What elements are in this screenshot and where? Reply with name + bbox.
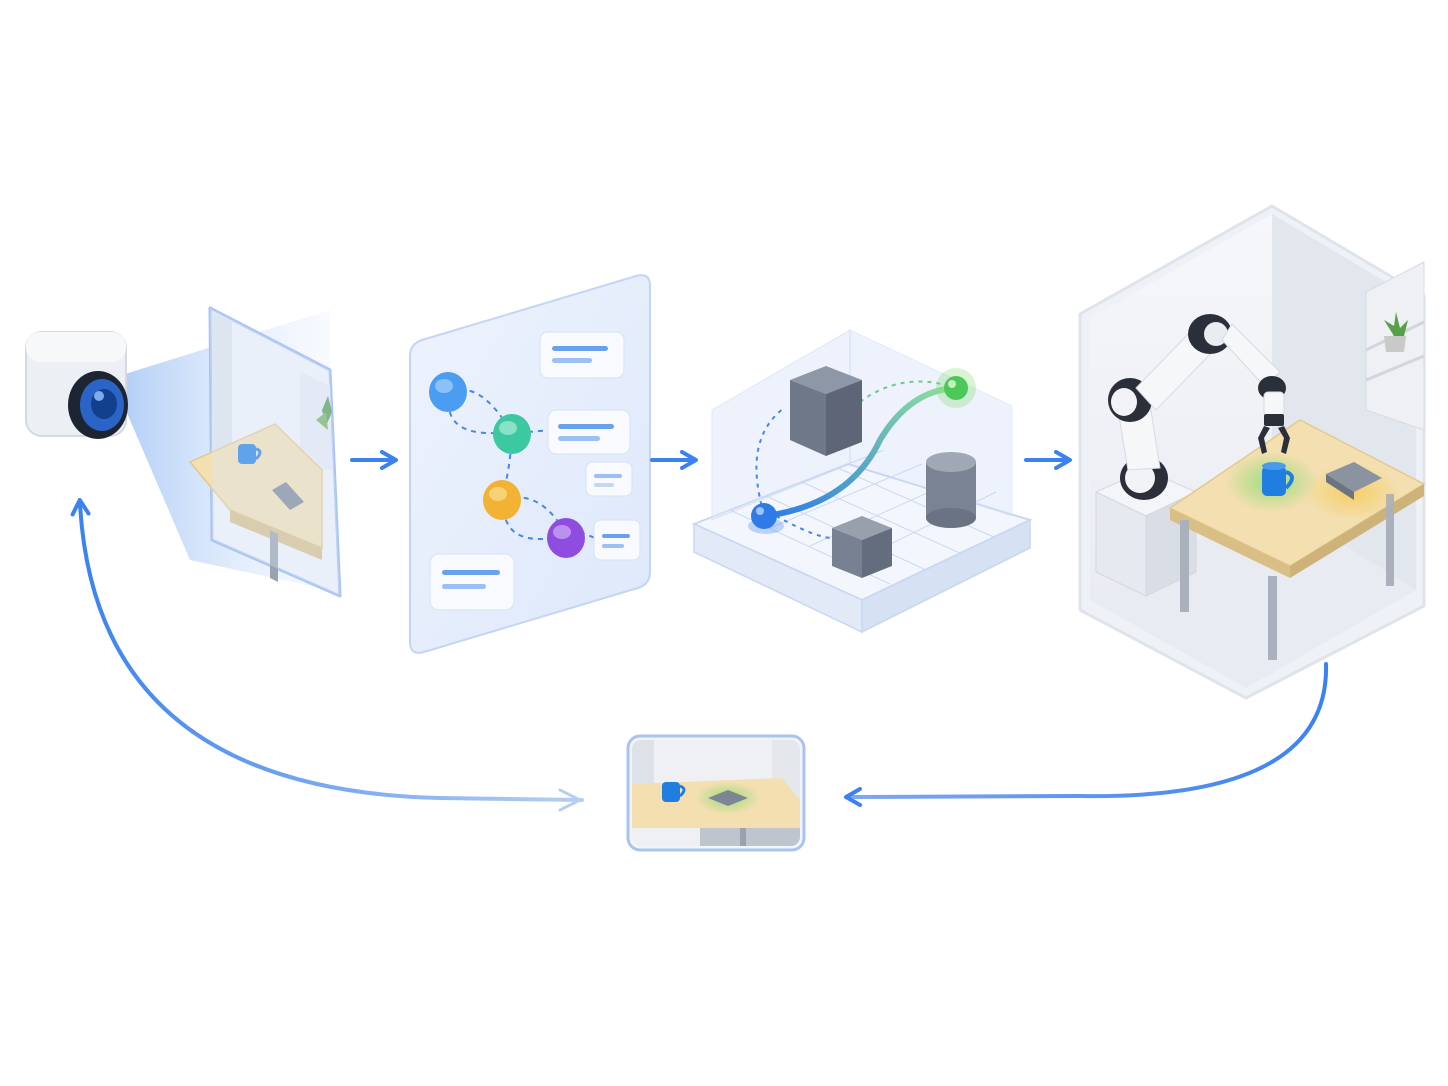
flow-arrow-4 (844, 662, 1329, 807)
text-card (539, 331, 625, 379)
result-frame (626, 734, 806, 852)
loop-arrowhead-light (558, 788, 582, 812)
motion-planning-scene (691, 329, 1033, 634)
mug-icon (1262, 462, 1294, 496)
text-card (547, 409, 631, 455)
obstacle-cylinder (926, 452, 976, 528)
graph-node-purple (547, 518, 585, 558)
mug-icon (238, 444, 262, 464)
shelf (1365, 261, 1425, 431)
reasoning-graph-panel (409, 274, 651, 654)
obstacle-cube (790, 366, 862, 456)
graph-node-blue (429, 372, 467, 412)
start-point (751, 503, 777, 529)
text-card (585, 461, 633, 497)
captured-frame (188, 306, 342, 598)
planned-trajectory (763, 385, 959, 519)
graph-node-yellow (483, 480, 521, 520)
goal-point (944, 376, 968, 400)
text-card (593, 519, 641, 561)
text-card (429, 553, 515, 611)
feedback-loop-arrow (70, 498, 584, 802)
obstacle-cube (832, 516, 892, 578)
robot-execution-room (1078, 204, 1426, 700)
graph-node-green (493, 414, 531, 454)
robot-arm-icon (1108, 314, 1290, 500)
